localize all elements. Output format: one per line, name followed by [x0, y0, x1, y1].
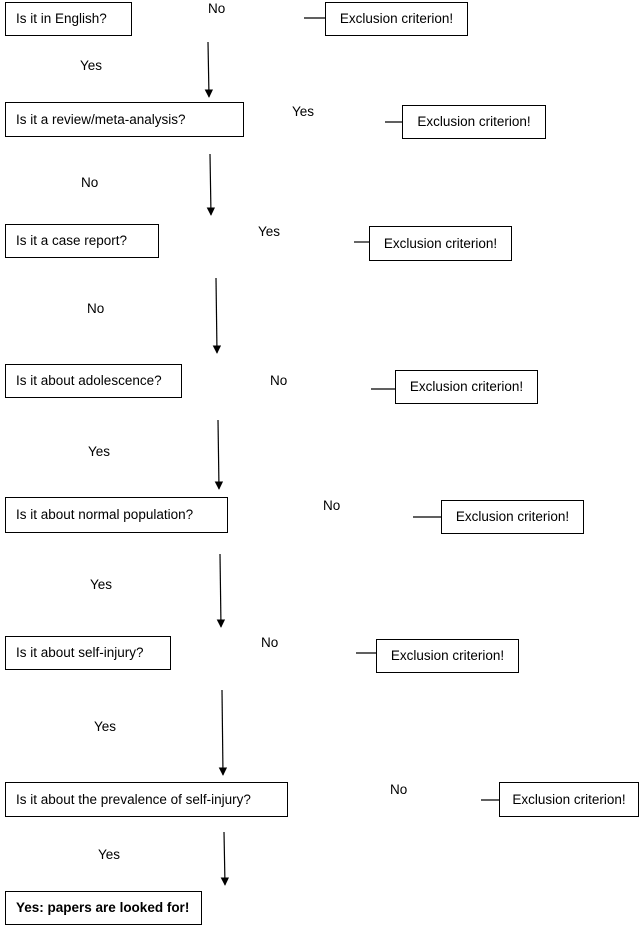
question-text-3: Is it a case report? — [16, 233, 128, 249]
exclusion-box-2: Exclusion criterion! — [402, 105, 546, 139]
pass-label-7: Yes — [98, 847, 121, 862]
down-arrow-7 — [220, 831, 230, 886]
fail-label-7: No — [390, 782, 408, 797]
fail-label-2: Yes — [292, 104, 315, 119]
fail-label-5: No — [323, 498, 341, 513]
pass-label-6: Yes — [94, 719, 117, 734]
exclusion-text-5: Exclusion criterion! — [455, 509, 570, 525]
fail-label-3: Yes — [258, 224, 281, 239]
exclusion-text-3: Exclusion criterion! — [383, 235, 498, 251]
question-box-4: Is it about adolescence? — [5, 364, 182, 398]
question-box-2: Is it a review/meta-analysis? — [5, 102, 244, 137]
exclusion-box-5: Exclusion criterion! — [441, 500, 584, 534]
exclusion-text-7: Exclusion criterion! — [512, 791, 626, 807]
down-arrow-2 — [206, 153, 216, 216]
down-arrow-6 — [218, 689, 228, 776]
question-box-3: Is it a case report? — [5, 224, 159, 258]
exclusion-box-6: Exclusion criterion! — [376, 639, 519, 673]
fail-label-6: No — [261, 635, 279, 650]
question-box-5: Is it about normal population? — [5, 497, 228, 533]
pass-label-1: Yes — [80, 58, 103, 73]
pass-label-3: No — [87, 301, 105, 316]
question-box-1: Is it in English? — [5, 2, 132, 36]
fail-label-4: No — [270, 373, 288, 388]
final-box: Yes: papers are looked for! — [5, 891, 202, 925]
exclusion-box-7: Exclusion criterion! — [499, 782, 639, 817]
pass-label-4: Yes — [88, 444, 111, 459]
down-arrow-5 — [216, 553, 226, 628]
final-text: Yes: papers are looked for! — [16, 900, 190, 916]
exclusion-box-4: Exclusion criterion! — [395, 370, 538, 404]
exclusion-text-4: Exclusion criterion! — [409, 379, 524, 395]
exclusion-text-2: Exclusion criterion! — [417, 114, 531, 130]
question-text-5: Is it about normal population? — [16, 507, 194, 523]
question-text-6: Is it about self-injury? — [16, 645, 144, 661]
question-text-7: Is it about the prevalence of self-injur… — [16, 791, 251, 807]
exclusion-box-3: Exclusion criterion! — [369, 226, 512, 261]
down-arrow-3 — [212, 277, 222, 354]
down-arrow-1 — [204, 41, 214, 98]
exclusion-text-6: Exclusion criterion! — [390, 648, 505, 664]
question-box-6: Is it about self-injury? — [5, 636, 171, 670]
exclusion-text-1: Exclusion criterion! — [339, 11, 454, 27]
exclusion-box-1: Exclusion criterion! — [325, 2, 468, 36]
fail-label-1: No — [208, 1, 226, 16]
pass-label-5: Yes — [90, 577, 113, 592]
question-text-1: Is it in English? — [16, 11, 107, 27]
question-box-7: Is it about the prevalence of self-injur… — [5, 782, 288, 817]
pass-label-2: No — [81, 175, 99, 190]
down-arrow-4 — [214, 419, 224, 490]
question-text-4: Is it about adolescence? — [16, 373, 162, 389]
question-text-2: Is it a review/meta-analysis? — [16, 111, 186, 127]
